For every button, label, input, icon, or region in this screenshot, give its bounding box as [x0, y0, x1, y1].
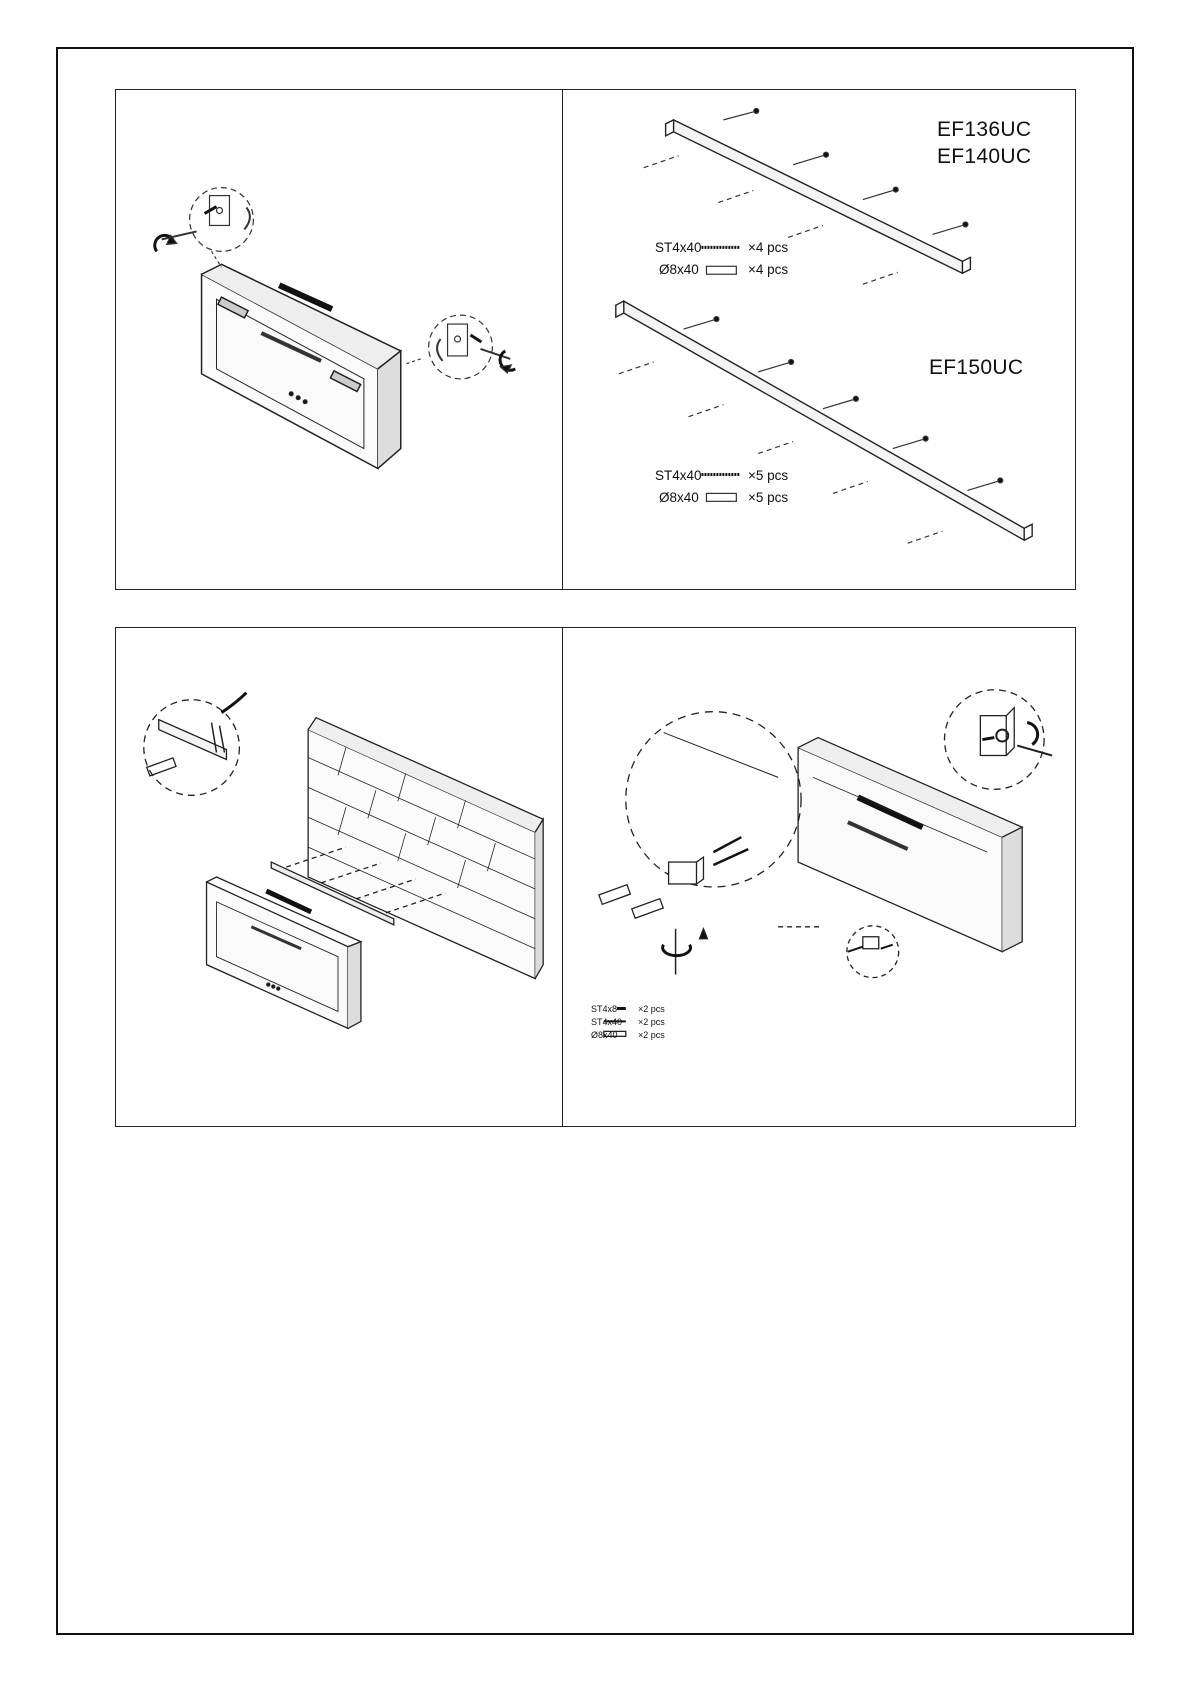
- fireplace-bracket-removal-diagram: [116, 90, 562, 589]
- hardware-qty: ×5 pcs: [748, 468, 788, 483]
- hardware-name: ST4x40: [591, 1017, 622, 1027]
- top-diagram-row: EF136UC EF140UC EF150UC ST4x40 ×4 pcs Ø8…: [115, 89, 1076, 590]
- panel-secure-fireplace: ST4x8 ×2 pcs ST4x40 ×2 pcs Ø8x40 ×2 pcs: [563, 628, 1077, 1126]
- hardware-qty: ×2 pcs: [638, 1017, 665, 1027]
- hardware-name: ST4x40: [655, 240, 702, 255]
- secure-fireplace-diagram: [563, 628, 1077, 1126]
- wall-anchor-icon: [706, 266, 736, 274]
- wall-mount-diagram: [116, 628, 562, 1126]
- hardware-qty: ×2 pcs: [638, 1030, 665, 1040]
- hardware-qty: ×2 pcs: [638, 1004, 665, 1014]
- hardware-name: Ø8x40: [591, 1030, 618, 1040]
- hardware-name: ST4x8: [591, 1004, 617, 1014]
- hardware-name: ST4x40: [655, 468, 702, 483]
- model-label-ef150uc: EF150UC: [929, 356, 1023, 380]
- panel-remove-brackets: [116, 90, 562, 589]
- panel-wall-brackets: EF136UC EF140UC EF150UC ST4x40 ×4 pcs Ø8…: [563, 90, 1077, 589]
- hardware-qty: ×5 pcs: [748, 490, 788, 505]
- hardware-qty: ×4 pcs: [748, 262, 788, 277]
- hardware-name: Ø8x40: [659, 262, 699, 277]
- bottom-diagram-row: ST4x8 ×2 pcs ST4x40 ×2 pcs Ø8x40 ×2 pcs: [115, 627, 1076, 1127]
- panel-wall-mount: [116, 628, 562, 1126]
- model-label-ef136uc: EF136UC: [937, 118, 1031, 142]
- hardware-qty: ×4 pcs: [748, 240, 788, 255]
- hardware-name: Ø8x40: [659, 490, 699, 505]
- model-label-ef140uc: EF140UC: [937, 145, 1031, 169]
